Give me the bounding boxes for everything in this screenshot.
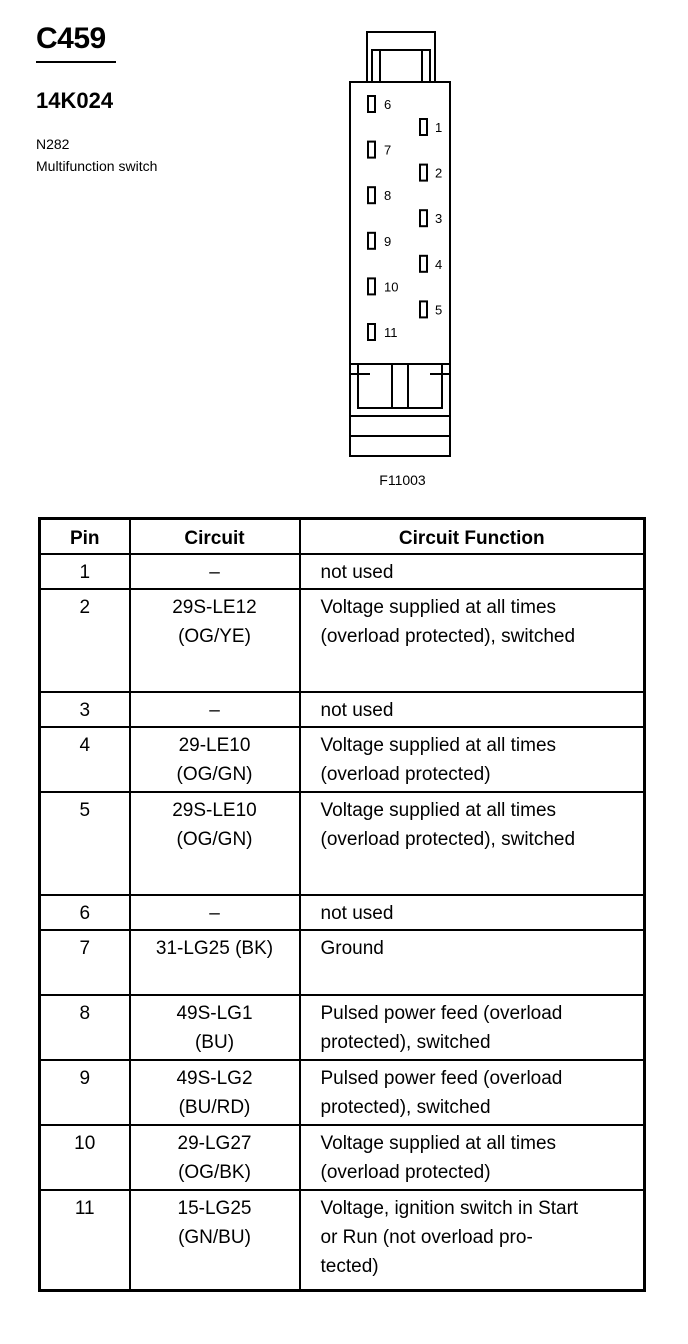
circuit-cell: – bbox=[128, 691, 301, 728]
pin-cavity-8 bbox=[367, 186, 376, 205]
pin-label-2: 2 bbox=[435, 166, 442, 181]
title-underline bbox=[36, 61, 116, 63]
pin-label-4: 4 bbox=[435, 257, 442, 272]
pin-cell: 3 bbox=[38, 691, 131, 728]
table-row: 9 49S-LG2 (BU/RD) Pulsed power feed (ove… bbox=[38, 1059, 646, 1126]
pin-label-3: 3 bbox=[435, 211, 442, 226]
table-row: 1 – not used bbox=[38, 553, 646, 590]
pin-label-10: 10 bbox=[384, 279, 398, 294]
table-row: 6 – not used bbox=[38, 894, 646, 931]
function-cell: not used bbox=[298, 553, 646, 590]
part-number: 14K024 bbox=[36, 88, 114, 113]
function-cell: Pulsed power feed (overload protected), … bbox=[298, 994, 646, 1061]
pin-cell: 6 bbox=[38, 894, 131, 931]
circuit-cell: 29S-LE10 (OG/GN) bbox=[128, 791, 301, 896]
connector-top-latch bbox=[366, 31, 436, 83]
figure-id: F11003 bbox=[379, 472, 426, 488]
pin-cavity-7 bbox=[367, 140, 376, 159]
circuit-cell: 29S-LE12 (OG/YE) bbox=[128, 588, 301, 693]
pin-cavity-9 bbox=[367, 231, 376, 250]
header-circuit: Circuit bbox=[128, 517, 301, 555]
pin-cell: 5 bbox=[38, 791, 131, 896]
header-pin: Pin bbox=[38, 517, 131, 555]
reference-code: N282 bbox=[36, 136, 70, 152]
function-cell: Ground bbox=[298, 929, 646, 996]
pin-label-9: 9 bbox=[384, 234, 391, 249]
table-row: 8 49S-LG1 (BU) Pulsed power feed (overlo… bbox=[38, 994, 646, 1061]
component-description: Multifunction switch bbox=[36, 158, 158, 174]
circuit-cell: – bbox=[128, 553, 301, 590]
function-cell: not used bbox=[298, 894, 646, 931]
function-cell: Voltage supplied at all times (overload … bbox=[298, 1124, 646, 1191]
pin-cavity-11 bbox=[367, 323, 376, 341]
circuit-cell: 29-LE10 (OG/GN) bbox=[128, 726, 301, 793]
table-row: 2 29S-LE12 (OG/YE) Voltage supplied at a… bbox=[38, 588, 646, 693]
pin-label-8: 8 bbox=[384, 188, 391, 203]
function-cell: Voltage supplied at all times (overload … bbox=[298, 588, 646, 693]
function-cell: Pulsed power feed (overload protected), … bbox=[298, 1059, 646, 1126]
table-row: 3 – not used bbox=[38, 691, 646, 728]
pin-cell: 7 bbox=[38, 929, 131, 996]
pin-cell: 4 bbox=[38, 726, 131, 793]
pin-cell: 11 bbox=[38, 1189, 131, 1292]
pinout-table: Pin Circuit Circuit Function 1 – not use… bbox=[38, 517, 646, 1292]
pin-cavity-3 bbox=[419, 209, 428, 228]
header-circuit-function: Circuit Function bbox=[298, 517, 646, 555]
pin-label-6: 6 bbox=[384, 97, 391, 112]
table-row: 10 29-LG27 (OG/BK) Voltage supplied at a… bbox=[38, 1124, 646, 1191]
pin-cavity-4 bbox=[419, 254, 428, 273]
table-row: 5 29S-LE10 (OG/GN) Voltage supplied at a… bbox=[38, 791, 646, 896]
pin-cell: 2 bbox=[38, 588, 131, 693]
pin-label-7: 7 bbox=[384, 143, 391, 158]
function-cell: Voltage, ignition switch in Start or Run… bbox=[298, 1189, 646, 1292]
pin-cavity-5 bbox=[419, 300, 428, 319]
circuit-cell: 15-LG25 (GN/BU) bbox=[128, 1189, 301, 1292]
function-cell: Voltage supplied at all times (overload … bbox=[298, 726, 646, 793]
table-row: 4 29-LE10 (OG/GN) Voltage supplied at al… bbox=[38, 726, 646, 793]
table-row: 7 31-LG25 (BK) Ground bbox=[38, 929, 646, 996]
connector-id: C459 bbox=[36, 22, 106, 55]
circuit-cell: 49S-LG1 (BU) bbox=[128, 994, 301, 1061]
pin-cell: 8 bbox=[38, 994, 131, 1061]
circuit-cell: 29-LG27 (OG/BK) bbox=[128, 1124, 301, 1191]
circuit-cell: 49S-LG2 (BU/RD) bbox=[128, 1059, 301, 1126]
table-row: 11 15-LG25 (GN/BU) Voltage, ignition swi… bbox=[38, 1189, 646, 1292]
pin-label-11: 11 bbox=[384, 325, 398, 340]
pin-cavity-10 bbox=[367, 277, 376, 296]
circuit-cell: 31-LG25 (BK) bbox=[128, 929, 301, 996]
pin-cell: 9 bbox=[38, 1059, 131, 1126]
pin-cell: 1 bbox=[38, 553, 131, 590]
pin-cell: 10 bbox=[38, 1124, 131, 1191]
pin-label-5: 5 bbox=[435, 302, 442, 317]
pin-cavity-1 bbox=[419, 118, 428, 136]
pin-cavity-2 bbox=[419, 163, 428, 182]
function-cell: Voltage supplied at all times (overload … bbox=[298, 791, 646, 896]
pin-label-1: 1 bbox=[435, 120, 442, 135]
table-header-row: Pin Circuit Circuit Function bbox=[38, 517, 646, 555]
circuit-cell: – bbox=[128, 894, 301, 931]
pin-cavity-6 bbox=[367, 95, 376, 113]
function-cell: not used bbox=[298, 691, 646, 728]
